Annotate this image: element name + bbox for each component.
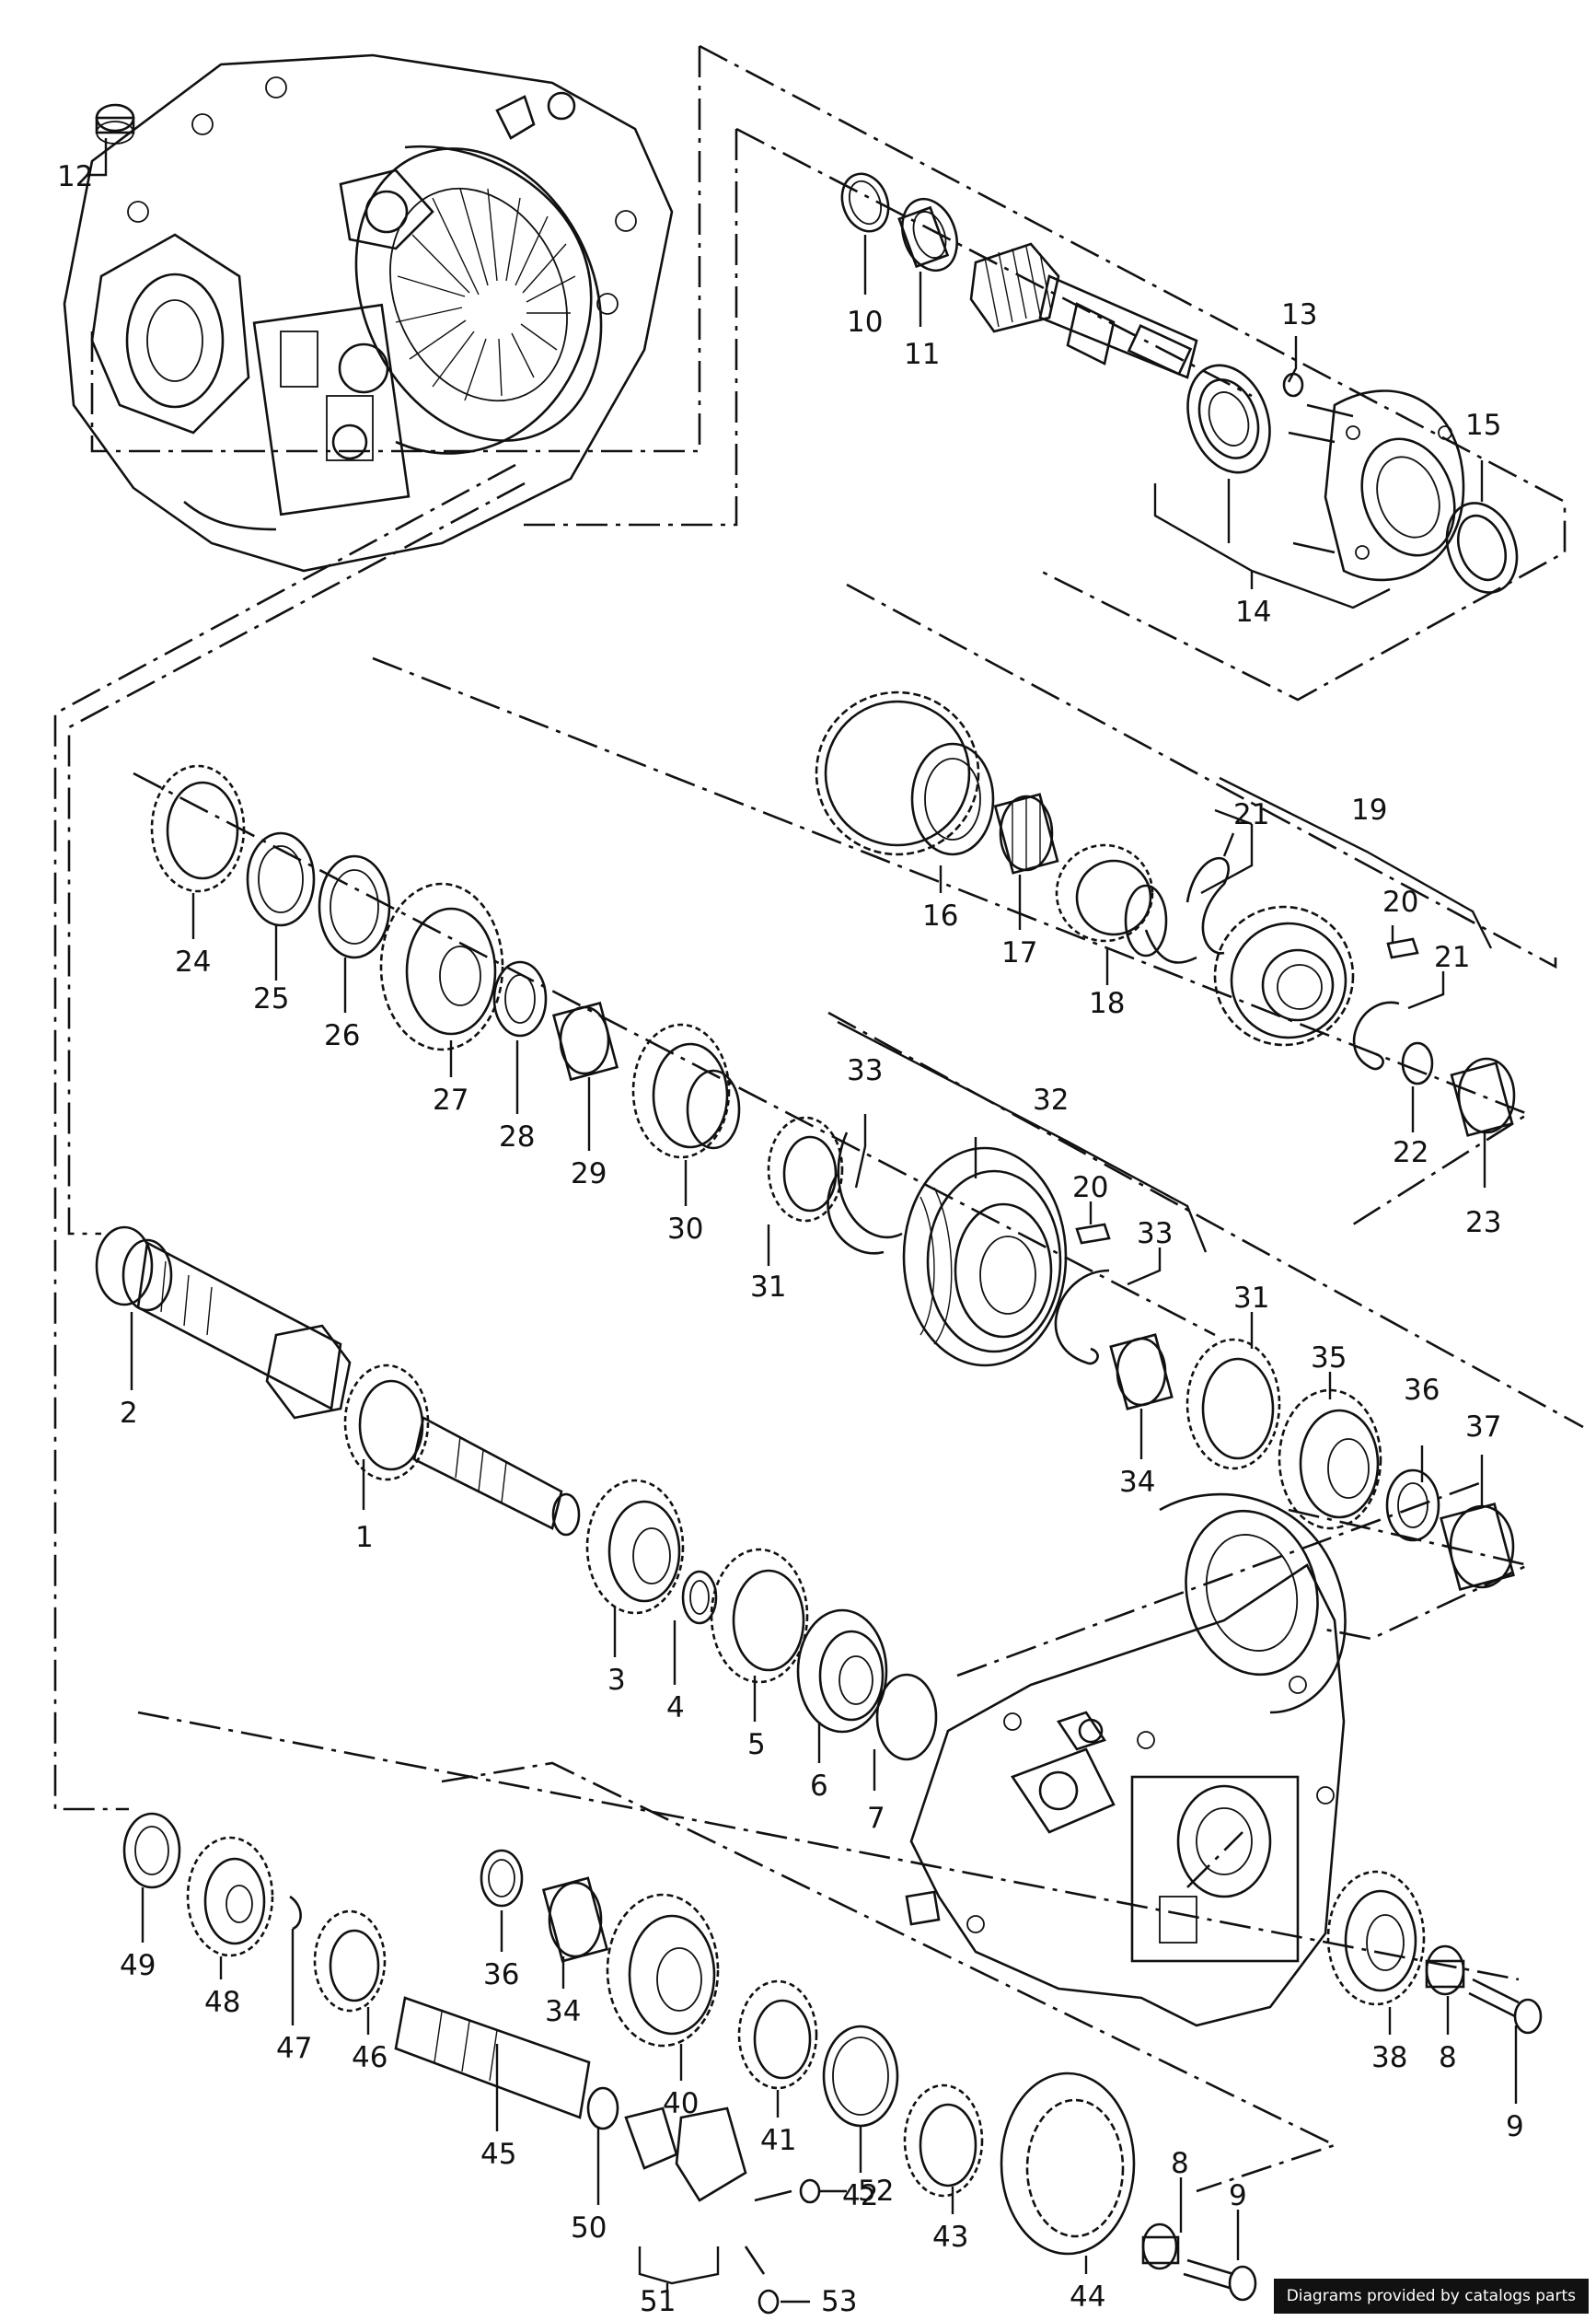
label-part-31a: 31 bbox=[750, 1271, 786, 1304]
label-part-8a: 8 bbox=[1439, 2041, 1457, 2074]
pinion-shaft-group bbox=[840, 172, 1519, 594]
label-part-20b: 20 bbox=[1072, 1171, 1108, 1204]
label-part-35: 35 bbox=[1311, 1341, 1347, 1375]
label-part-8b: 8 bbox=[1171, 2147, 1189, 2180]
label-part-32: 32 bbox=[1033, 1084, 1069, 1117]
gear-housing bbox=[905, 1492, 1347, 2027]
label-part-15: 15 bbox=[1465, 409, 1501, 442]
label-part-27: 27 bbox=[433, 1084, 468, 1117]
label-part-3: 3 bbox=[607, 1664, 626, 1697]
label-part-4: 4 bbox=[666, 1691, 685, 1724]
label-part-34a: 34 bbox=[1119, 1466, 1155, 1499]
label-part-23: 23 bbox=[1465, 1206, 1501, 1239]
label-part-28: 28 bbox=[499, 1120, 535, 1154]
diagram-credit: Diagrams provided by catalogs parts bbox=[1273, 2279, 1589, 2314]
label-part-17: 17 bbox=[1001, 936, 1037, 969]
label-part-6: 6 bbox=[810, 1770, 828, 1803]
label-part-51: 51 bbox=[640, 2285, 676, 2318]
part-12-nut bbox=[95, 103, 135, 145]
label-part-13: 13 bbox=[1281, 298, 1317, 331]
label-part-38: 38 bbox=[1371, 2041, 1407, 2074]
label-part-21b: 21 bbox=[1434, 941, 1470, 974]
input-shaft-group bbox=[95, 1225, 938, 1761]
label-part-26: 26 bbox=[324, 1019, 360, 1052]
label-part-2: 2 bbox=[120, 1397, 138, 1430]
output-gear-group bbox=[1326, 1870, 1543, 2035]
label-part-33b: 33 bbox=[1137, 1217, 1173, 1250]
assembly-guide-lines bbox=[53, 44, 1584, 2193]
label-part-37: 37 bbox=[1465, 1410, 1501, 1444]
transmission-case bbox=[63, 53, 674, 573]
label-part-40: 40 bbox=[663, 2087, 699, 2120]
label-part-9a: 9 bbox=[1506, 2110, 1524, 2143]
lower-shaft-group bbox=[122, 1812, 1257, 2315]
label-part-44: 44 bbox=[1070, 2280, 1105, 2314]
label-part-30: 30 bbox=[667, 1213, 703, 1246]
label-part-22: 22 bbox=[1393, 1136, 1428, 1169]
leader-lines bbox=[89, 138, 1518, 2304]
label-part-41: 41 bbox=[760, 2124, 796, 2157]
label-part-21a: 21 bbox=[1233, 798, 1269, 831]
gear-group-upper bbox=[815, 690, 1516, 1137]
label-part-7: 7 bbox=[867, 1802, 885, 1835]
label-part-10: 10 bbox=[847, 306, 883, 339]
label-part-52: 52 bbox=[858, 2175, 894, 2208]
label-part-48: 48 bbox=[204, 1986, 240, 2019]
label-part-20a: 20 bbox=[1382, 886, 1418, 919]
label-part-12: 12 bbox=[57, 160, 93, 193]
label-part-1: 1 bbox=[355, 1521, 374, 1554]
part-labels: 12 10 11 13 15 14 19 21 20 21 16 17 18 2… bbox=[57, 160, 1524, 2318]
label-part-33a: 33 bbox=[847, 1054, 883, 1087]
label-part-36a: 36 bbox=[1404, 1374, 1440, 1407]
label-part-36b: 36 bbox=[483, 1958, 519, 1991]
assembly-brackets bbox=[638, 483, 1493, 2297]
label-part-31b: 31 bbox=[1233, 1282, 1269, 1315]
label-part-34b: 34 bbox=[545, 1995, 581, 2028]
label-part-43: 43 bbox=[932, 2221, 968, 2254]
gear-group-middle bbox=[150, 764, 903, 1239]
label-part-25: 25 bbox=[253, 982, 289, 1015]
synchro-group bbox=[827, 1146, 1515, 1591]
label-part-49: 49 bbox=[120, 1949, 156, 1982]
label-part-5: 5 bbox=[747, 1728, 766, 1761]
label-part-29: 29 bbox=[571, 1157, 607, 1190]
label-part-14: 14 bbox=[1235, 596, 1271, 629]
label-part-46: 46 bbox=[352, 2041, 387, 2074]
label-part-16: 16 bbox=[922, 899, 958, 933]
label-part-42: 42 bbox=[842, 2179, 878, 2212]
label-part-19: 19 bbox=[1351, 794, 1387, 827]
label-part-53: 53 bbox=[821, 2285, 857, 2318]
label-part-24: 24 bbox=[175, 946, 211, 979]
label-part-50: 50 bbox=[571, 2211, 607, 2245]
label-part-47: 47 bbox=[276, 2032, 312, 2065]
label-part-9b: 9 bbox=[1229, 2179, 1247, 2212]
label-part-18: 18 bbox=[1089, 987, 1125, 1020]
label-part-11: 11 bbox=[904, 338, 940, 371]
label-part-45: 45 bbox=[480, 2138, 516, 2171]
